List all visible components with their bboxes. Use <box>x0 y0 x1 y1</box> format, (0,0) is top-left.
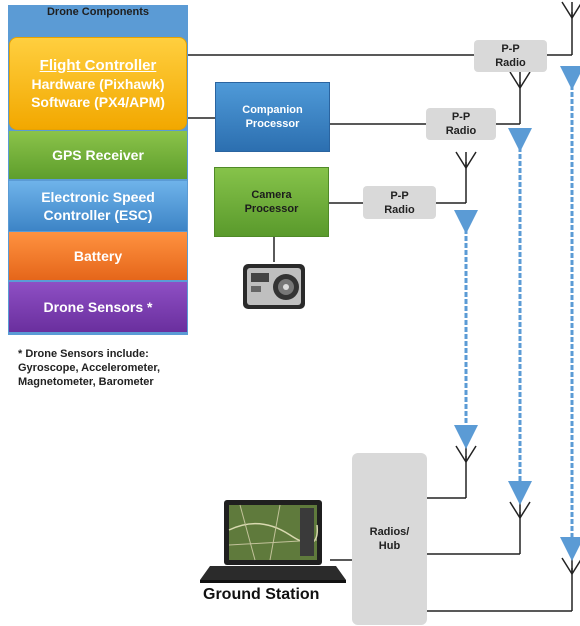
gps-receiver-label: GPS Receiver <box>52 147 144 163</box>
hub-label-line1: Radios/ <box>369 526 410 538</box>
antenna-icon <box>561 1 580 20</box>
radio-label-line2: Radio <box>384 203 415 216</box>
laptop-icon <box>200 500 346 583</box>
radio-label-line1: P-P <box>501 43 520 55</box>
footnote-line2: Gyroscope, Accelerometer, <box>18 362 161 374</box>
antenna-icon <box>509 501 531 520</box>
camera-processor-block: Camera Processor <box>214 167 329 237</box>
esc-label-line2: Controller (ESC) <box>43 207 153 223</box>
pp-radio-camera: P-P Radio <box>363 186 436 219</box>
companion-label-line2: Processor <box>245 118 300 130</box>
radio-label-line2: Radio <box>495 57 526 69</box>
radio-label-line1: P-P <box>390 189 409 202</box>
footnote-line3: Magnetometer, Barometer <box>18 376 154 388</box>
gps-receiver-block: GPS Receiver <box>9 131 187 179</box>
antenna-icon <box>561 557 580 576</box>
flight-controller-hardware: Hardware (Pixhawk) <box>31 75 165 92</box>
flight-controller-block: Flight Controller Hardware (Pixhawk) Sof… <box>9 37 187 130</box>
flight-controller-title: Flight Controller <box>39 56 157 74</box>
action-camera-icon <box>243 264 305 309</box>
flight-controller-software: Software (PX4/APM) <box>31 93 165 110</box>
companion-processor-block: Companion Processor <box>215 82 330 152</box>
radio-label-line1: P-P <box>451 111 471 123</box>
esc-block: Electronic Speed Controller (ESC) <box>9 181 187 231</box>
sensors-footnote: * Drone Sensors include: Gyroscope, Acce… <box>18 347 160 389</box>
drone-sensors-label: Drone Sensors * <box>43 299 153 315</box>
ground-station-label: Ground Station <box>203 586 320 603</box>
pp-radio-flight-controller: P-P Radio <box>474 40 547 72</box>
battery-block: Battery <box>9 232 187 280</box>
camera-label-line1: Camera <box>251 189 292 201</box>
antenna-icon <box>509 71 531 90</box>
panel-title: Drone Components <box>46 6 150 18</box>
hub-label-line2: Hub <box>378 540 401 552</box>
battery-label: Battery <box>73 248 123 264</box>
companion-label-line1: Companion <box>242 104 303 116</box>
antenna-icon <box>455 445 477 464</box>
radios-hub-block: Radios/ Hub <box>352 453 427 625</box>
esc-label-line1: Electronic Speed <box>41 189 155 205</box>
antenna-icon <box>455 151 477 170</box>
radio-label-line2: Radio <box>445 125 477 137</box>
footnote-line1: * Drone Sensors include: <box>18 348 149 360</box>
drone-sensors-block: Drone Sensors * <box>9 282 187 332</box>
pp-radio-companion: P-P Radio <box>426 108 496 140</box>
camera-label-line2: Processor <box>244 203 299 215</box>
